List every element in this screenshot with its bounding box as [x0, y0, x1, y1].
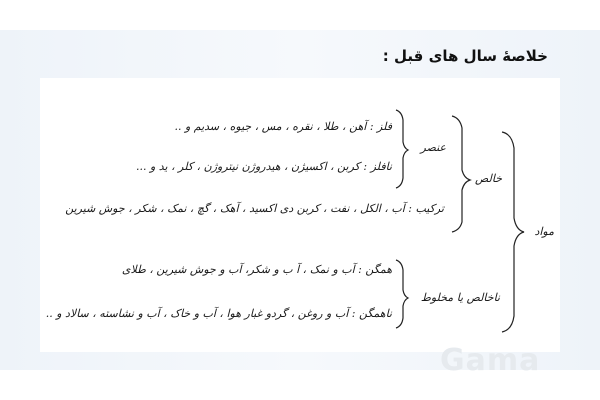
nonmetals-line: نافلز : کربن ، اکسیژن ، هیدروژن نیتروژن …	[135, 160, 392, 173]
heterogeneous-line: ناهمگن : آب و روغن ، گردو غبار هوا ، آب …	[45, 307, 392, 320]
pure-label: خالص	[475, 172, 502, 185]
slide-title: خلاصهٔ سال های قبل :	[382, 47, 548, 65]
pure-bracket	[451, 115, 472, 233]
homogeneous-line: همگن : آب و نمک ، آ ب و شکر، آب و جوش شی…	[121, 263, 392, 276]
mixture-bracket	[395, 259, 410, 329]
materials-bracket	[501, 131, 525, 333]
metals-line: فلز : آهن ، طلا ، نقره ، مس ، جیوه ، سدی…	[174, 120, 392, 133]
compounds-line: ترکیب : آب ، الکل ، نفت ، کربن دی اکسید …	[65, 202, 444, 215]
tree-brackets	[395, 109, 525, 333]
content-card: مواد خالص ناخالص یا مخلوط عنصر فلز : آهن…	[40, 78, 560, 352]
mixture-label: ناخالص یا مخلوط	[420, 291, 500, 304]
element-label: عنصر	[420, 141, 447, 154]
element-bracket	[395, 109, 410, 189]
materials-label: مواد	[534, 225, 554, 238]
gama-watermark-logo: Gama	[440, 343, 541, 378]
